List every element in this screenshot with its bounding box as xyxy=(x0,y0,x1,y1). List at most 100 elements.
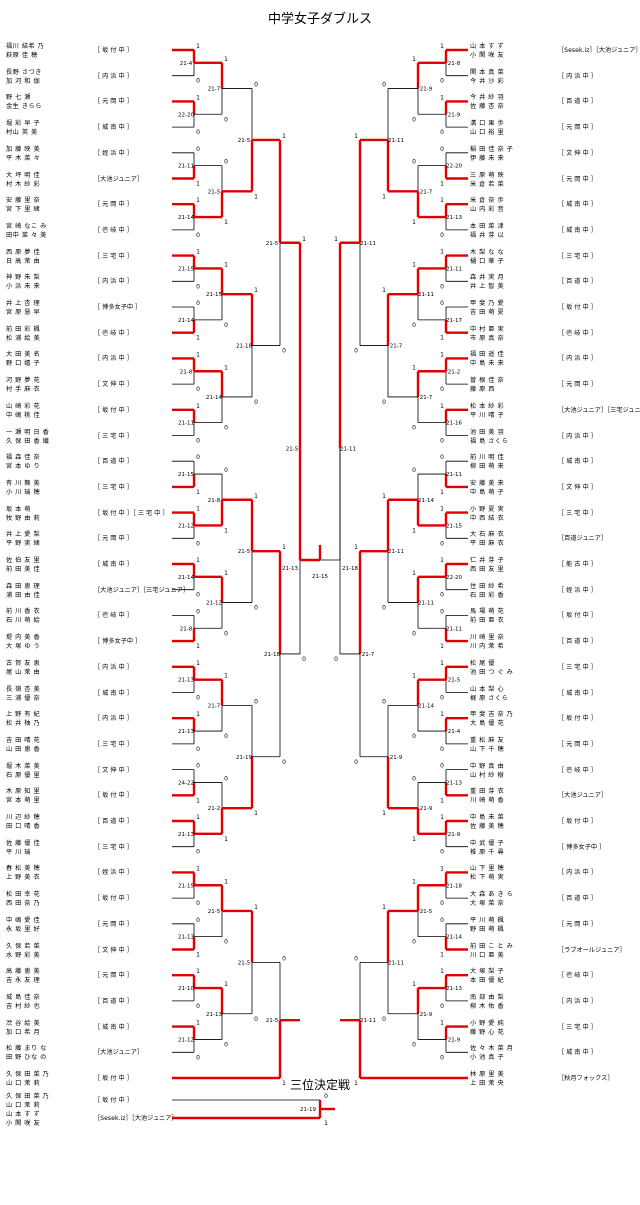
team-name: ［ 百 道 中 ］ xyxy=(94,818,133,825)
player-name: 宮 本 ゆ り xyxy=(6,463,41,471)
entry-row: 溝 口 果 歩山 口 裕 里［ 元 岡 中 ］ xyxy=(470,119,635,143)
entry-row: 川 崎 里 奈川 内 茉 希［ 百 道 中 ］ xyxy=(470,633,635,657)
entry-row: 河 野 夢 花村 手 麻 衣［ 文 伸 中 ］ xyxy=(6,376,171,400)
match-score: 0 xyxy=(282,955,286,962)
player-name: 井 上 杏 理 xyxy=(6,300,41,307)
team-name: ［ 博多女子中 ］ xyxy=(558,843,606,851)
match-score: 0 xyxy=(196,540,200,547)
entry-row: 小 野 愛 純藤 野 心 花［ 三 宅 中 ］ xyxy=(470,1019,635,1043)
team-name: ［大池ジュニア］［三宅ジュニア］ xyxy=(558,406,640,414)
team-name: ［ 三 宅 中 ］ xyxy=(558,509,597,517)
entry-row: 中 村 亜 実市 原 真 奈［ 壱 岐 中 ］ xyxy=(470,325,635,349)
player-name: 森 田 恵 理 xyxy=(6,582,41,590)
match-score: 0 xyxy=(196,454,200,461)
player-name: 福 島 さくら xyxy=(470,437,509,445)
team-name: ［ 元 岡 中 ］ xyxy=(94,201,133,209)
player-name: 加 藤 映 美 xyxy=(6,145,41,153)
match-score: 21-11 xyxy=(446,626,462,632)
match-score: 21-14 xyxy=(178,215,194,221)
match-score: 0 xyxy=(382,399,386,406)
entry-row: 大 石 麻 衣平 田 麻 衣［百道ジュニア］ xyxy=(470,530,635,554)
team-name: ［ 城 南 中 ］ xyxy=(94,561,133,568)
entry-row: 住 田 紗 希石 田 彩 香［ 姪 浜 中 ］ xyxy=(470,582,635,606)
entry-row: 中 野 真 由山 村 紗 樹［ 壱 岐 中 ］ xyxy=(470,762,635,786)
match-score: 21-15 xyxy=(446,523,462,529)
match-score: 0 xyxy=(440,695,444,702)
match-score: 0 xyxy=(196,129,200,136)
player-name: 重 田 芽 衣 xyxy=(470,788,505,796)
entry-row: 重 田 芽 衣川 崎 萌 香［大池ジュニア］ xyxy=(470,787,635,811)
player-name: 安 藤 美 来 xyxy=(470,479,505,487)
player-name: 坂 本 萌 xyxy=(6,505,31,513)
player-name: 堤 内 美 香 xyxy=(6,634,41,642)
player-name: 古 賀 友 恵 xyxy=(6,659,41,667)
team-name: ［ 坂 付 中 ］ xyxy=(94,792,133,800)
player-name: 上 田 茉 央 xyxy=(470,1080,505,1087)
match-score: 0 xyxy=(440,232,444,239)
match-score: 0 xyxy=(224,116,228,123)
team-name: ［ 壱 岐 中 ］ xyxy=(558,972,597,980)
match-score: 0 xyxy=(412,630,416,637)
match-score: 1 xyxy=(382,193,386,200)
player-name: 小 池 真 子 xyxy=(470,1054,505,1062)
match-score: 1 xyxy=(224,673,228,680)
player-name: 田中 菜 々 美 xyxy=(6,231,47,239)
match-score: 0 xyxy=(440,78,444,85)
match-score: 21-11 xyxy=(388,960,404,966)
entry-row: 神 野 朱 梨小 浜 未 来［ 内 浜 中 ］ xyxy=(6,273,171,297)
entry-row: 中 嶋 愛 佳永 坂 里 好［ 元 岡 中 ］ xyxy=(6,916,171,940)
entry-row: 久 保 若 菜水 野 彩 美［ 文 伸 中 ］ xyxy=(6,942,171,966)
entry-row: 吉 田 晴 花山 田 恵 香［ 三 宅 中 ］ xyxy=(6,736,171,760)
player-name: 藤 野 心 花 xyxy=(470,1028,505,1036)
team-name: ［ 博多女子中 ］ xyxy=(94,638,142,646)
player-name: 溝 口 果 歩 xyxy=(470,120,505,128)
match-score: 0 xyxy=(302,656,306,663)
player-name: 吉 田 萌 夏 xyxy=(470,309,505,316)
match-score: 1 xyxy=(196,197,200,204)
player-name: 堀 木 菜 美 xyxy=(6,762,41,770)
match-score: 21-11 xyxy=(418,292,434,298)
player-name: 森 井 実 月 xyxy=(470,274,505,282)
match-score: 1 xyxy=(382,904,386,911)
team-name: ［ 文 伸 中 ］ xyxy=(558,149,597,157)
player-name: 稲 田 佳 奈 子 xyxy=(470,145,514,153)
match-score: 21-19 xyxy=(236,755,252,761)
team-name: ［ラブオールジュニア］ xyxy=(558,946,626,954)
team-name: ［ 元 岡 中 ］ xyxy=(558,175,597,183)
team-name: ［ 城 南 中 ］ xyxy=(558,689,597,697)
entry-row: 本 田 菜 津福 井 芽 以［ 城 南 中 ］ xyxy=(470,222,635,246)
match-score: 1 xyxy=(382,287,386,294)
team-name: ［ 能 古 中 ］ xyxy=(558,561,597,568)
entry-row: 山 下 里 穂松 下 萌 実［ 内 浜 中 ］ xyxy=(470,864,635,888)
match-score: 1 xyxy=(412,364,416,371)
match-score: 0 xyxy=(324,1093,328,1100)
match-score: 1 xyxy=(412,836,416,843)
player-name: 馬 場 萌 花 xyxy=(470,608,505,616)
team-name: ［ 内 浜 中 ］ xyxy=(558,72,597,80)
player-name: 今 井 紗 羽 xyxy=(470,94,505,102)
entry-row: 安 藤 里 奈宮 下 里 緒［ 元 岡 中 ］ xyxy=(6,196,171,220)
entry-row: 木 梨 な な樋 口 華 子［ 三 宅 中 ］ xyxy=(470,248,635,272)
player-name: 大 坪 明 佳 xyxy=(6,171,41,179)
match-score: 1 xyxy=(196,249,200,256)
team-name: ［ 文 伸 中 ］ xyxy=(558,483,597,491)
match-score: 1 xyxy=(282,1080,286,1087)
player-name: 松 尾 優 xyxy=(470,659,495,667)
match-score: 0 xyxy=(196,917,200,924)
player-name: 金生 きらら xyxy=(6,103,42,111)
team-name: ［ 内 浜 中 ］ xyxy=(94,715,133,723)
match-score: 0 xyxy=(196,78,200,85)
entry-row: 森 田 恵 理浦 田 由 佳［大池ジュニア］［三宅ジュニア］ xyxy=(6,582,189,606)
team-name: ［ 元 岡 中 ］ xyxy=(558,740,597,748)
match-score: 21-9 xyxy=(448,112,461,118)
entry-row: 加 藤 映 美平 木 菜 々［ 姪 浜 中 ］ xyxy=(6,145,171,169)
match-score: 0 xyxy=(440,438,444,445)
player-name: 平 川 萌 楓 xyxy=(470,916,505,924)
player-name: 曽 根 佳 奈 xyxy=(470,377,505,385)
match-score: 0 xyxy=(382,605,386,612)
match-score: 21-18 xyxy=(342,566,358,572)
player-name: 松 浦 絵 美 xyxy=(6,334,41,342)
entry-row: 木 原 知 里宮 本 萌 里［ 坂 付 中 ］ xyxy=(6,787,171,811)
match-score: 0 xyxy=(440,608,444,615)
entry-row: 重 松 麻 友山 下 千 穂［ 元 岡 中 ］ xyxy=(470,736,635,760)
